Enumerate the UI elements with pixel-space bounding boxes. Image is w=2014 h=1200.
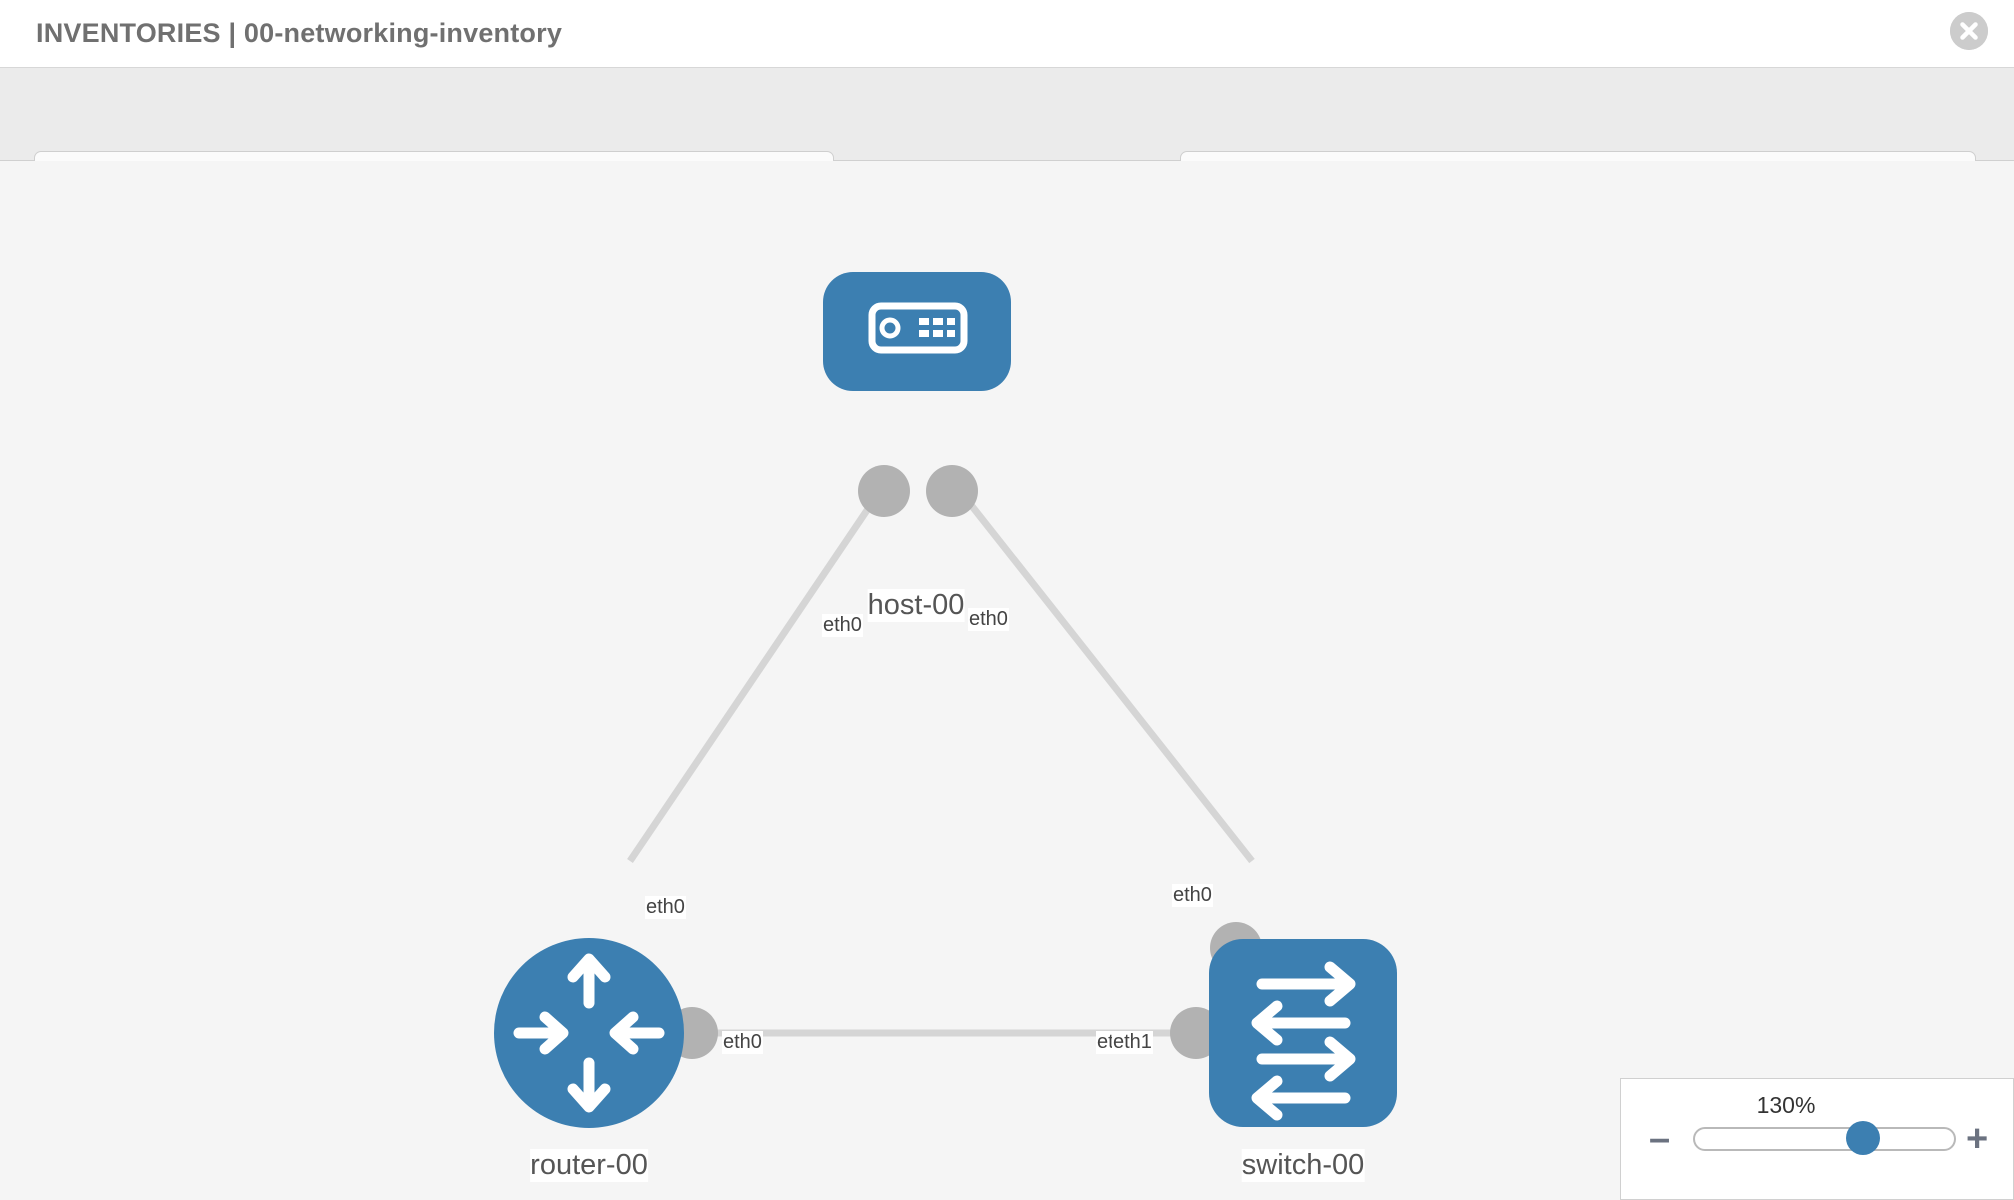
iface-label-router00-eth0: eth0 (722, 1031, 763, 1054)
topology-graph[interactable] (0, 161, 2014, 1200)
server-icon (868, 302, 968, 354)
iface-label-host00-eth0-left: eth0 (822, 614, 863, 637)
node-label-switch-00: switch-00 (1241, 1149, 1365, 1182)
node-label-host-00: host-00 (867, 589, 965, 622)
zoom-level-value: 130% (1756, 1092, 1816, 1118)
iface-label-router00-eth0-uplink: eth0 (645, 896, 686, 919)
link-host00-router00 (627, 489, 883, 863)
toolbar: ACTIONS SEARCH (0, 68, 2014, 207)
page-header: INVENTORIES | 00-networking-inventory (0, 0, 2014, 68)
iface-label-switch00-eth1: eth1 (1112, 1031, 1153, 1054)
zoom-slider-track[interactable] (1693, 1127, 1956, 1151)
endpoint-host00-eth0-left (858, 465, 910, 517)
topology-canvas[interactable]: host-00 router-00 switch-00 eth0 eth0 et… (0, 161, 2014, 1200)
close-icon[interactable] (1950, 12, 1988, 50)
node-label-router-00: router-00 (530, 1149, 648, 1182)
router-arrows-icon (513, 953, 665, 1113)
endpoint-host00-eth0-right (926, 465, 978, 517)
iface-label-host00-eth0-right: eth0 (968, 608, 1009, 631)
topology-links (627, 488, 1255, 1037)
page-title: INVENTORIES | 00-networking-inventory (36, 18, 563, 48)
zoom-control-panel: 130% – + (1620, 1078, 2014, 1200)
node-router-00[interactable] (494, 938, 684, 1128)
link-host00-switch00 (957, 488, 1255, 864)
node-switch-00[interactable] (1209, 939, 1397, 1127)
switch-arrows-icon (1251, 961, 1356, 1121)
node-host-00[interactable] (823, 272, 1011, 391)
zoom-in-button[interactable]: + (1966, 1118, 1989, 1160)
zoom-slider-thumb[interactable] (1846, 1121, 1880, 1155)
iface-label-switch00-eth0-uplink: eth0 (1172, 884, 1213, 907)
zoom-out-button[interactable]: – (1649, 1118, 1671, 1160)
